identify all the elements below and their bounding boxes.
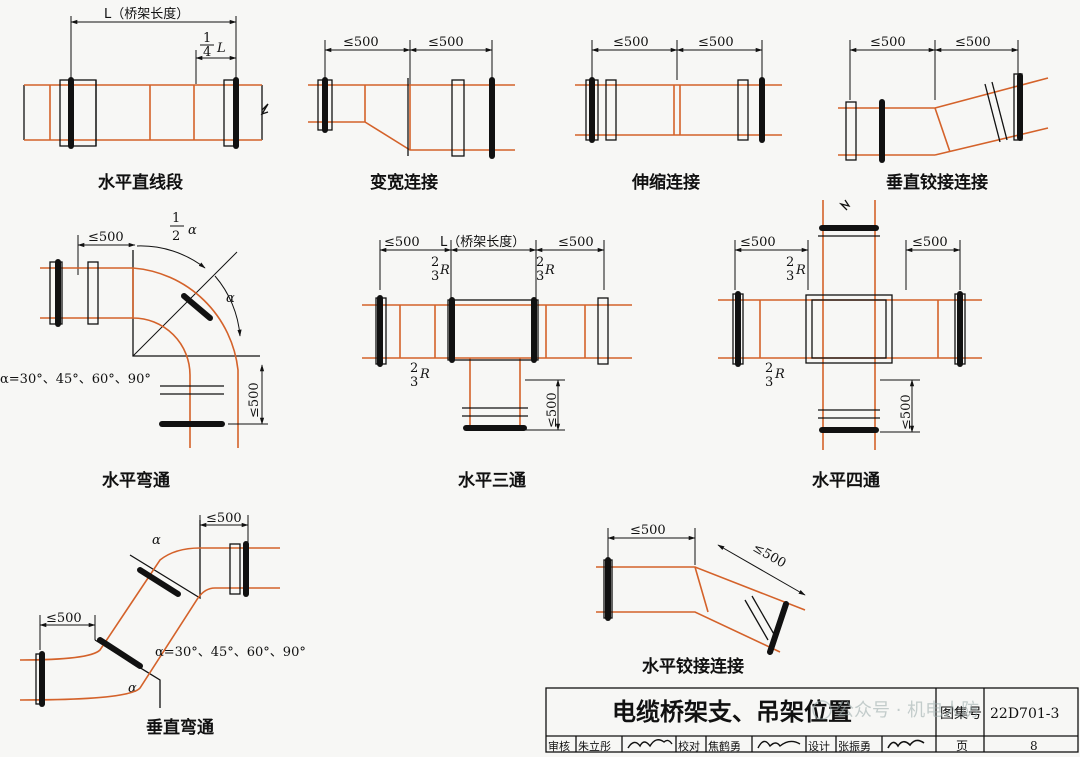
dim-le500-d: ≤500 bbox=[698, 35, 734, 50]
fig-widen-connection: ≤500 ≤500 变宽连接 bbox=[308, 35, 515, 193]
designer-signature bbox=[887, 739, 925, 749]
page-number: 8 bbox=[1030, 739, 1038, 753]
dim-le500-c: ≤500 bbox=[613, 35, 649, 50]
check-label: 校对 bbox=[678, 739, 700, 753]
svg-text:2: 2 bbox=[536, 255, 544, 270]
atlas-number: 22D701-3 bbox=[990, 706, 1059, 722]
dim-quarter: L bbox=[216, 41, 226, 56]
note-angles-v: α=30°、45°、60°、90° bbox=[155, 645, 306, 660]
fig-horizontal-elbow: ≤500 1 2 α α ≤500 α=30°、45°、60°、90° 水平弯通 bbox=[0, 211, 268, 491]
fig-horizontal-cross: ≤500 ≤500 23 R 23 R ≤500 水平四通 bbox=[718, 199, 982, 491]
note-angles-h: α=30°、45°、60°、90° bbox=[0, 372, 151, 387]
svg-text:2: 2 bbox=[765, 361, 773, 376]
design-label: 设计 bbox=[808, 740, 830, 753]
checker-name: 焦鹤勇 bbox=[708, 739, 741, 753]
dim-le500-a: ≤500 bbox=[343, 35, 379, 50]
caption-widen: 变宽连接 bbox=[370, 172, 438, 193]
svg-text:3: 3 bbox=[765, 375, 773, 390]
drawing-title: 电缆桥架支、吊架位置 bbox=[612, 698, 852, 726]
dim-le500-g: ≤500 bbox=[88, 230, 124, 245]
checker-signature bbox=[757, 740, 801, 749]
dim-le500-n: ≤500 bbox=[899, 394, 914, 430]
dim-r-tee-a: R bbox=[439, 263, 450, 278]
dim-half-alpha: α bbox=[188, 223, 197, 238]
dim-le500-b: ≤500 bbox=[428, 35, 464, 50]
fig-horizontal-hinge: ≤500 ≤500 水平铰接连接 bbox=[596, 523, 806, 677]
dim-length: L（桥架长度） bbox=[104, 6, 189, 22]
dim-r-tee-c: R bbox=[419, 367, 430, 382]
svg-text:3: 3 bbox=[536, 269, 544, 284]
dim-length-tee: L（桥架长度） bbox=[440, 234, 525, 250]
page-label: 页 bbox=[956, 739, 968, 753]
review-label: 审核 bbox=[548, 739, 570, 753]
dim-le500-m: ≤500 bbox=[912, 235, 948, 250]
dim-le500-q: ≤500 bbox=[630, 523, 666, 538]
designer-name: 张振勇 bbox=[838, 739, 871, 753]
dim-alpha-h: α bbox=[226, 291, 235, 306]
svg-text:1: 1 bbox=[203, 31, 211, 46]
caption-horizontal-elbow: 水平弯通 bbox=[102, 470, 170, 491]
dim-le500-f: ≤500 bbox=[955, 35, 991, 50]
dim-le500-o: ≤500 bbox=[206, 511, 242, 526]
reviewer-signature bbox=[627, 739, 673, 749]
fig-horizontal-tee: ≤500 L（桥架长度） ≤500 23 R 23 R 23 R ≤500 水平… bbox=[362, 234, 632, 491]
watermark-text: 公众号 · 机电人防 bbox=[836, 700, 979, 721]
dim-le500-l: ≤500 bbox=[740, 235, 776, 250]
reviewer-name: 朱立彤 bbox=[578, 739, 611, 753]
svg-text:3: 3 bbox=[786, 269, 794, 284]
caption-horizontal-cross: 水平四通 bbox=[812, 470, 880, 491]
fig-straight-segment: L（桥架长度） 14 L 水平直线段 bbox=[23, 6, 269, 193]
dim-le500-e: ≤500 bbox=[870, 35, 906, 50]
caption-vertical-elbow: 垂直弯通 bbox=[146, 717, 214, 738]
svg-text:3: 3 bbox=[431, 269, 439, 284]
dim-le500-i: ≤500 bbox=[384, 235, 420, 250]
dim-alpha-v2: α bbox=[128, 681, 137, 696]
fig-vertical-hinge: ≤500 ≤500 垂直铰接连接 bbox=[838, 35, 1049, 193]
caption-straight: 水平直线段 bbox=[98, 172, 183, 193]
caption-horizontal-tee: 水平三通 bbox=[458, 470, 526, 491]
atlas-label: 图集号 bbox=[940, 705, 982, 722]
svg-text:2: 2 bbox=[431, 255, 439, 270]
fig-vertical-elbow: ≤500 ≤500 α α α=30°、45°、60°、90° 垂直弯通 bbox=[19, 511, 306, 738]
wechat-icon bbox=[812, 700, 832, 720]
dim-r-tee-b: R bbox=[544, 263, 555, 278]
svg-text:2: 2 bbox=[172, 229, 180, 244]
caption-horizontal-hinge: 水平铰接连接 bbox=[642, 656, 744, 677]
svg-text:2: 2 bbox=[410, 361, 418, 376]
dim-le500-p: ≤500 bbox=[46, 611, 82, 626]
dim-alpha-v1: α bbox=[152, 533, 161, 548]
dim-le500-h: ≤500 bbox=[247, 382, 262, 418]
fig-expansion-connection: ≤500 ≤500 伸缩连接 bbox=[575, 35, 782, 193]
dim-r-cross-b: R bbox=[774, 367, 785, 382]
dim-le500-k: ≤500 bbox=[545, 392, 560, 428]
title-block: 电缆桥架支、吊架位置 图集号 22D701-3 页 8 审核 朱立彤 校对 焦鹤… bbox=[545, 687, 1079, 753]
svg-text:3: 3 bbox=[410, 375, 418, 390]
svg-text:4: 4 bbox=[203, 45, 211, 60]
svg-text:1: 1 bbox=[172, 211, 180, 226]
caption-expansion: 伸缩连接 bbox=[631, 172, 700, 193]
caption-vertical-hinge: 垂直铰接连接 bbox=[886, 172, 988, 193]
watermark: 公众号 · 机电人防 bbox=[812, 700, 979, 721]
dim-r-cross-a: R bbox=[795, 263, 806, 278]
dim-le500-j: ≤500 bbox=[558, 235, 594, 250]
svg-text:2: 2 bbox=[786, 255, 794, 270]
